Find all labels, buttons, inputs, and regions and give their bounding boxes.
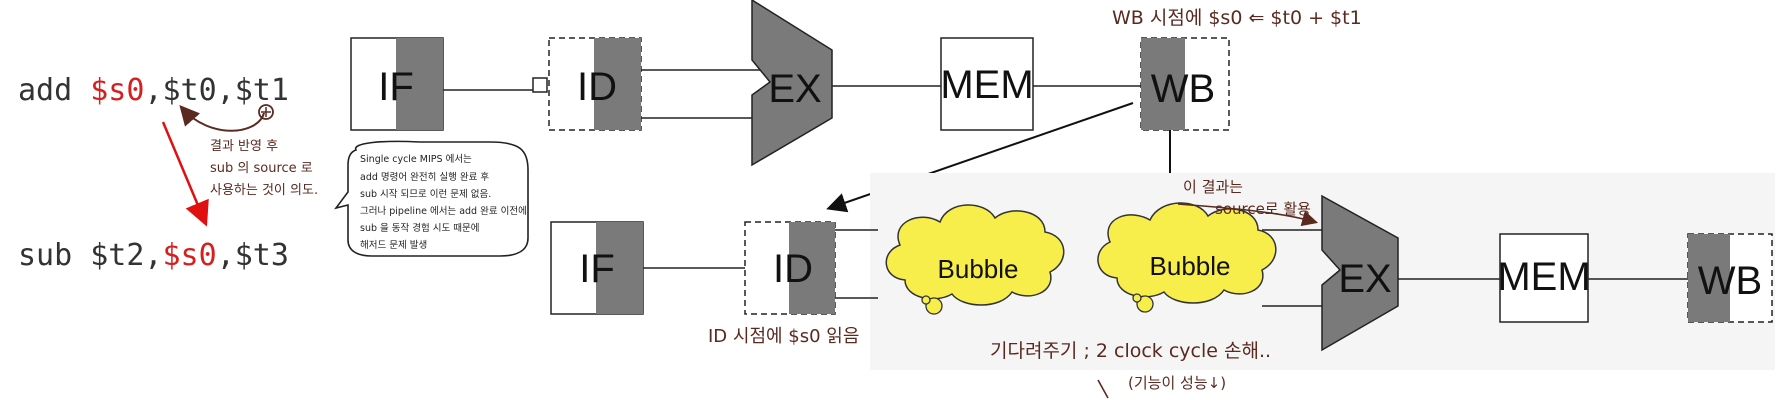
mem-label-2: MEM <box>1497 255 1590 299</box>
bubble-1: Bubble <box>885 204 1065 315</box>
speech-note: Single cycle MIPS 에서는 add 명령어 완전히 실행 완료 … <box>360 154 530 251</box>
id-note: ID 시점에 $s0 읽음 <box>708 326 859 347</box>
ex-label-2: EX <box>1338 257 1391 301</box>
bubble-2: Bubble <box>1097 202 1277 313</box>
mem-stage-2 <box>1499 233 1589 323</box>
result-note: 결과 반영 후 sub 의 source 로 사용하는 것이 의도. <box>210 139 318 198</box>
wb-label-1: WB <box>1151 67 1215 111</box>
ex-label-1: EX <box>768 67 821 111</box>
ex-alu-1 <box>751 0 833 167</box>
sub-source-register: $s0 <box>163 238 217 273</box>
add-dest-register: $s0 <box>90 73 144 108</box>
pipeline-add: IF ID EX MEM WB <box>350 0 1230 167</box>
wait-note: 기다려주기 ; 2 clock cycle 손해.. <box>990 340 1271 362</box>
result-curve-arrow <box>179 104 265 132</box>
mem-stage-1 <box>940 37 1034 131</box>
wb-label-2: WB <box>1698 259 1762 303</box>
perf-note: (기능이 성능↓) <box>1128 374 1226 392</box>
wb-note: WB 시점에 $s0 ⇐ $t0 + $t1 <box>1112 7 1362 29</box>
mem-label-1: MEM <box>940 63 1033 107</box>
if-label-2: IF <box>579 247 615 291</box>
sub-instruction: sub $t2,$s0,$t3 <box>18 238 289 273</box>
add-instruction: add $s0,$t0,$t1 <box>18 73 289 108</box>
dependency-arrow <box>161 121 209 227</box>
source-note: 이 결과는 source로 활용 <box>1183 178 1311 218</box>
pipeline-sub: IF ID Bubble Bubble EX MEM <box>550 173 1775 370</box>
bubble-label-1: Bubble <box>938 254 1019 284</box>
bubble-label-2: Bubble <box>1150 251 1231 281</box>
id-label-2: ID <box>773 247 813 291</box>
if-label-1: IF <box>378 65 414 109</box>
speech-bubble <box>334 140 529 257</box>
source-arrow <box>1177 203 1319 227</box>
id-label-1: ID <box>577 65 617 109</box>
plus-circle-icon <box>258 104 274 120</box>
ex-alu-2 <box>1321 194 1399 352</box>
